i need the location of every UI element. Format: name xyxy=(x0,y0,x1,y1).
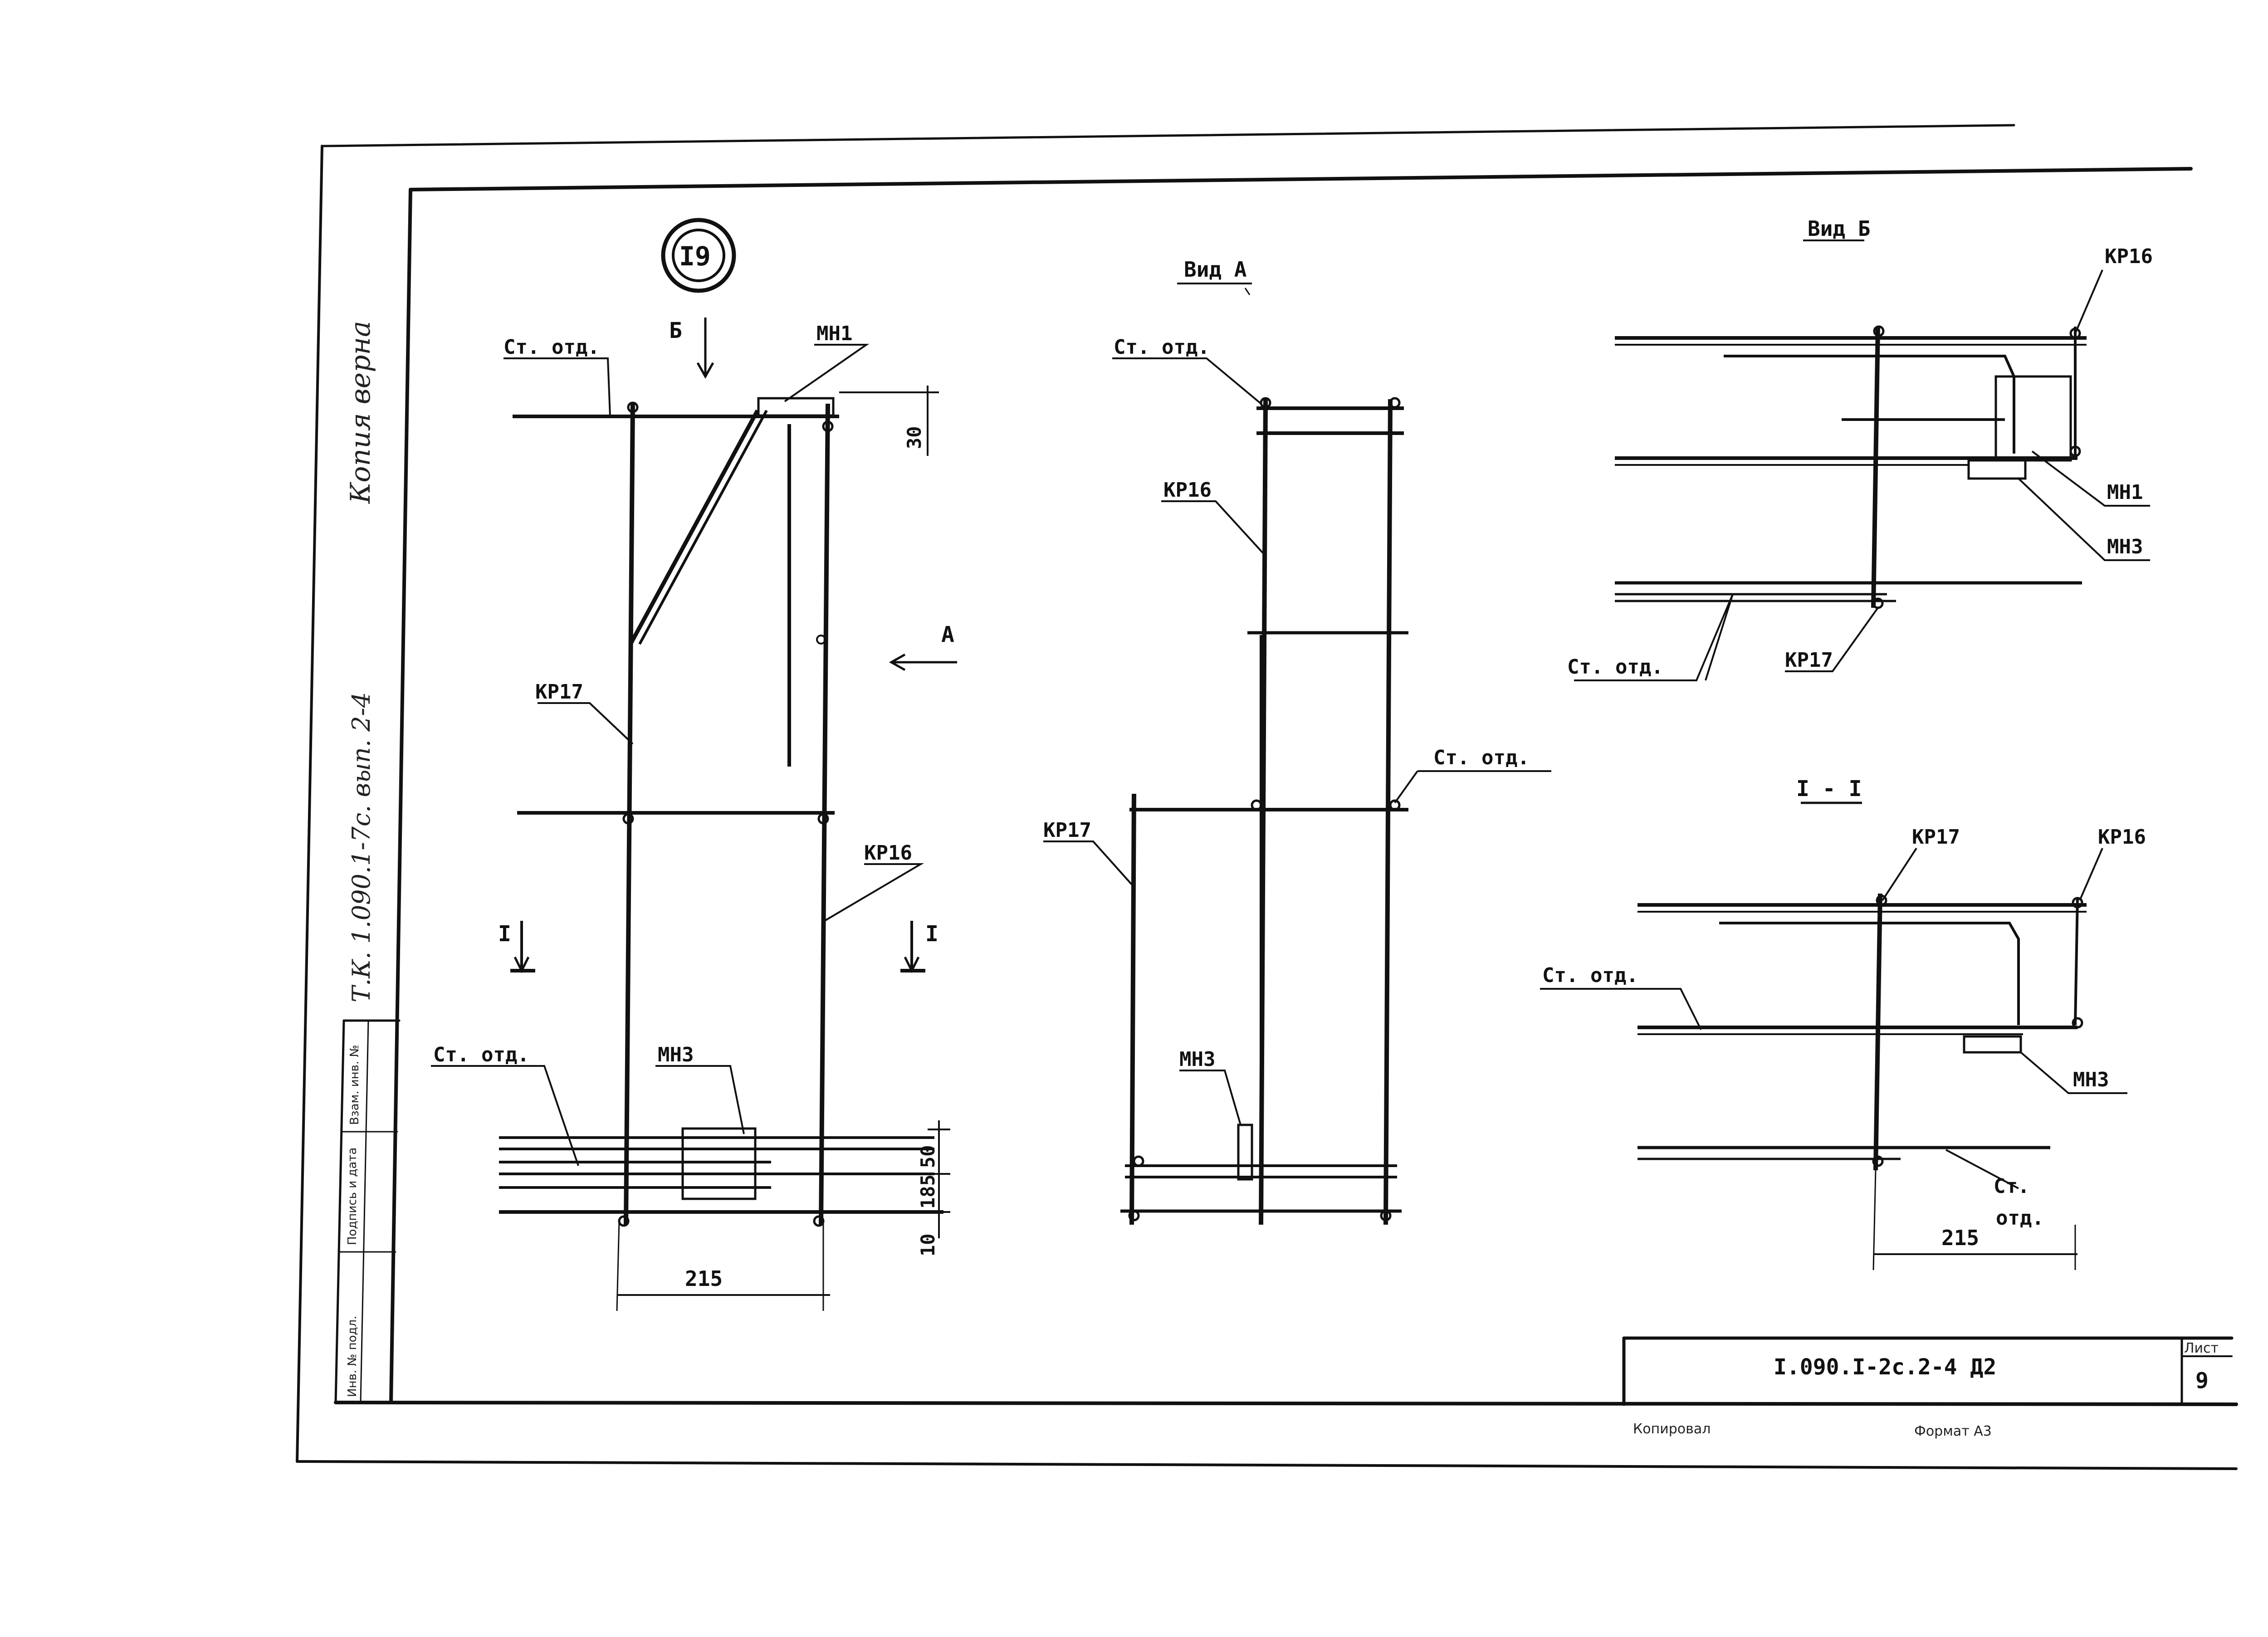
dim-185: 185 xyxy=(917,1174,939,1209)
view-a-title: Вид А xyxy=(1184,257,1246,282)
section-title: I - I xyxy=(1796,776,1862,801)
view-a-label-mn3: МН3 xyxy=(1179,1048,1215,1071)
view-a-arrow-label: А xyxy=(941,622,954,647)
section-label-st-otd-top: Ст. отд. xyxy=(1542,964,1638,987)
view-a-label-kr17: КР17 xyxy=(1043,819,1091,842)
format-label: Формат А3 xyxy=(1914,1423,1992,1439)
view-b-label-mn3: МН3 xyxy=(2107,535,2143,558)
section-label-st-2: отд. xyxy=(1996,1207,2044,1230)
margin-stamp: Копия верна xyxy=(345,321,376,504)
view-b-label-kr17: КР17 xyxy=(1785,649,1833,672)
stamp-col-1: Инв. № подл. xyxy=(346,1316,359,1397)
label-st-otd-top: Ст. отд. xyxy=(503,336,600,359)
view-a-label-st-otd-top: Ст. отд. xyxy=(1114,336,1210,359)
stamp-col-2: Подпись и дата xyxy=(346,1148,359,1245)
view-a-label-kr16: КР16 xyxy=(1163,479,1212,502)
view-b xyxy=(1574,239,2150,681)
label-mn3: МН3 xyxy=(658,1043,694,1066)
copied-label: Копировал xyxy=(1633,1421,1711,1437)
section-mark-right: I xyxy=(925,921,938,947)
view-b-label-mn1: МН1 xyxy=(2107,481,2143,504)
label-kr16: КР16 xyxy=(864,841,912,865)
detail-elevation-text: I9 Б А I I Ст. отд. МН1 КР17 КР16 Ст. от… xyxy=(433,241,954,1291)
section-i-i xyxy=(1540,801,2127,1271)
section-label-kr17: КР17 xyxy=(1912,826,1960,849)
section-label-mn3: МН3 xyxy=(2073,1068,2109,1091)
view-b-arrow-label: Б xyxy=(669,318,682,343)
dim-10: 10 xyxy=(917,1233,939,1256)
detail-number: I9 xyxy=(679,241,711,272)
sheet-label: Лист xyxy=(2184,1340,2219,1356)
label-mn1: МН1 xyxy=(816,322,852,345)
view-a-label-st-otd-right: Ст. отд. xyxy=(1433,746,1530,769)
view-b-label-kr16: КР16 xyxy=(2105,245,2153,268)
view-b-title: Вид Б xyxy=(1808,216,1870,241)
sheet-designation: I.090.I-2c.2-4 Д2 xyxy=(1774,1354,1996,1380)
detail-elevation xyxy=(431,218,957,1311)
view-a xyxy=(1043,283,1551,1225)
dim-215: 215 xyxy=(685,1266,723,1291)
section-label-st-1: Ст. xyxy=(1994,1175,2029,1198)
stamp-col-3: Взам. инв. № xyxy=(348,1045,362,1125)
section-label-kr16: КР16 xyxy=(2098,826,2146,849)
dim-30: 30 xyxy=(903,426,925,449)
sheet-number: 9 xyxy=(2195,1368,2209,1393)
section-dim-215: 215 xyxy=(1941,1226,1979,1250)
section-mark-left: I xyxy=(498,921,511,947)
margin-note: Т.К. 1.090.1-7с. вып. 2-4 xyxy=(347,692,376,1002)
dim-50: 50 xyxy=(917,1145,939,1168)
view-b-label-st-otd: Ст. отд. xyxy=(1567,655,1663,679)
label-kr17: КР17 xyxy=(535,680,583,704)
label-st-otd-bottom: Ст. отд. xyxy=(433,1043,529,1066)
